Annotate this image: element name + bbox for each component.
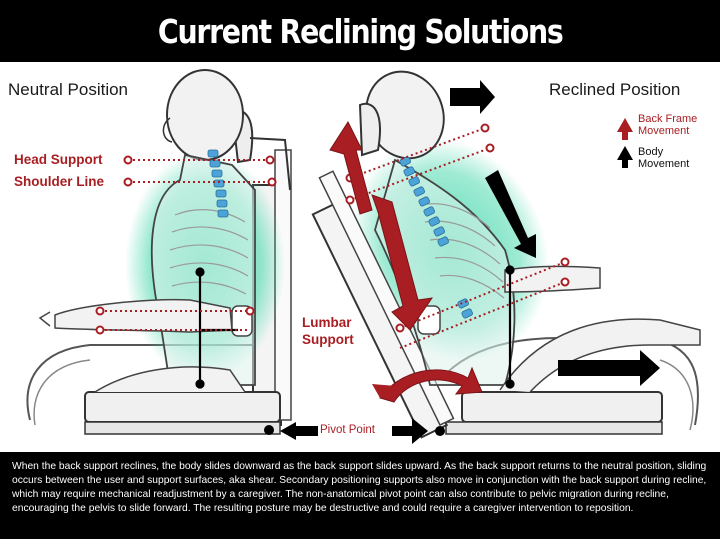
reclined-arm <box>504 265 601 293</box>
caption-bar: When the back support reclines, the body… <box>0 452 720 539</box>
neutral-pivot-dot <box>264 425 274 435</box>
body-arrow-right-top <box>450 80 495 114</box>
pivot-arrow-right <box>392 418 428 444</box>
black-up-arrow-icon <box>617 146 633 168</box>
lumbar-support-label: Lumbar Support <box>302 315 354 347</box>
neutral-figure <box>26 69 292 435</box>
neutral-position-title: Neutral Position <box>8 80 129 99</box>
neutral-seat <box>84 391 281 423</box>
legend-body-movement-label: Body Movement <box>638 146 690 170</box>
back-frame-arrow-large <box>371 194 434 331</box>
reclined-position-title: Reclined Position <box>549 80 681 99</box>
reclined-figure <box>311 70 701 439</box>
reclined-headrest <box>358 102 381 157</box>
reclined-pivot-dot <box>435 426 445 436</box>
red-up-arrow-icon <box>617 118 633 140</box>
neutral-spine <box>207 149 229 218</box>
rotation-arrow <box>379 366 483 403</box>
title-bar: Current Reclining Solutions <box>0 0 720 62</box>
infographic-title: Current Reclining Solutions <box>157 11 564 51</box>
caption-text: When the back support reclines, the body… <box>12 461 707 514</box>
shoulder-line-label: Shoulder Line <box>14 174 105 189</box>
reclined-lumbar-pad <box>417 305 441 335</box>
body-arrow-right-lower <box>558 350 660 386</box>
neutral-arm <box>54 298 233 333</box>
neutral-head <box>166 69 244 161</box>
reclined-spine <box>399 156 473 319</box>
legend-back-frame-label: Back Frame Movement <box>638 113 698 137</box>
back-frame-arrow-upper <box>329 120 373 215</box>
body-arrow-left-upper <box>600 272 650 285</box>
head-support-label: Head Support <box>14 152 103 167</box>
body-arrow-diagonal <box>485 170 536 258</box>
reclined-seat <box>461 391 663 423</box>
pivot-point-label: Pivot Point <box>320 424 375 436</box>
